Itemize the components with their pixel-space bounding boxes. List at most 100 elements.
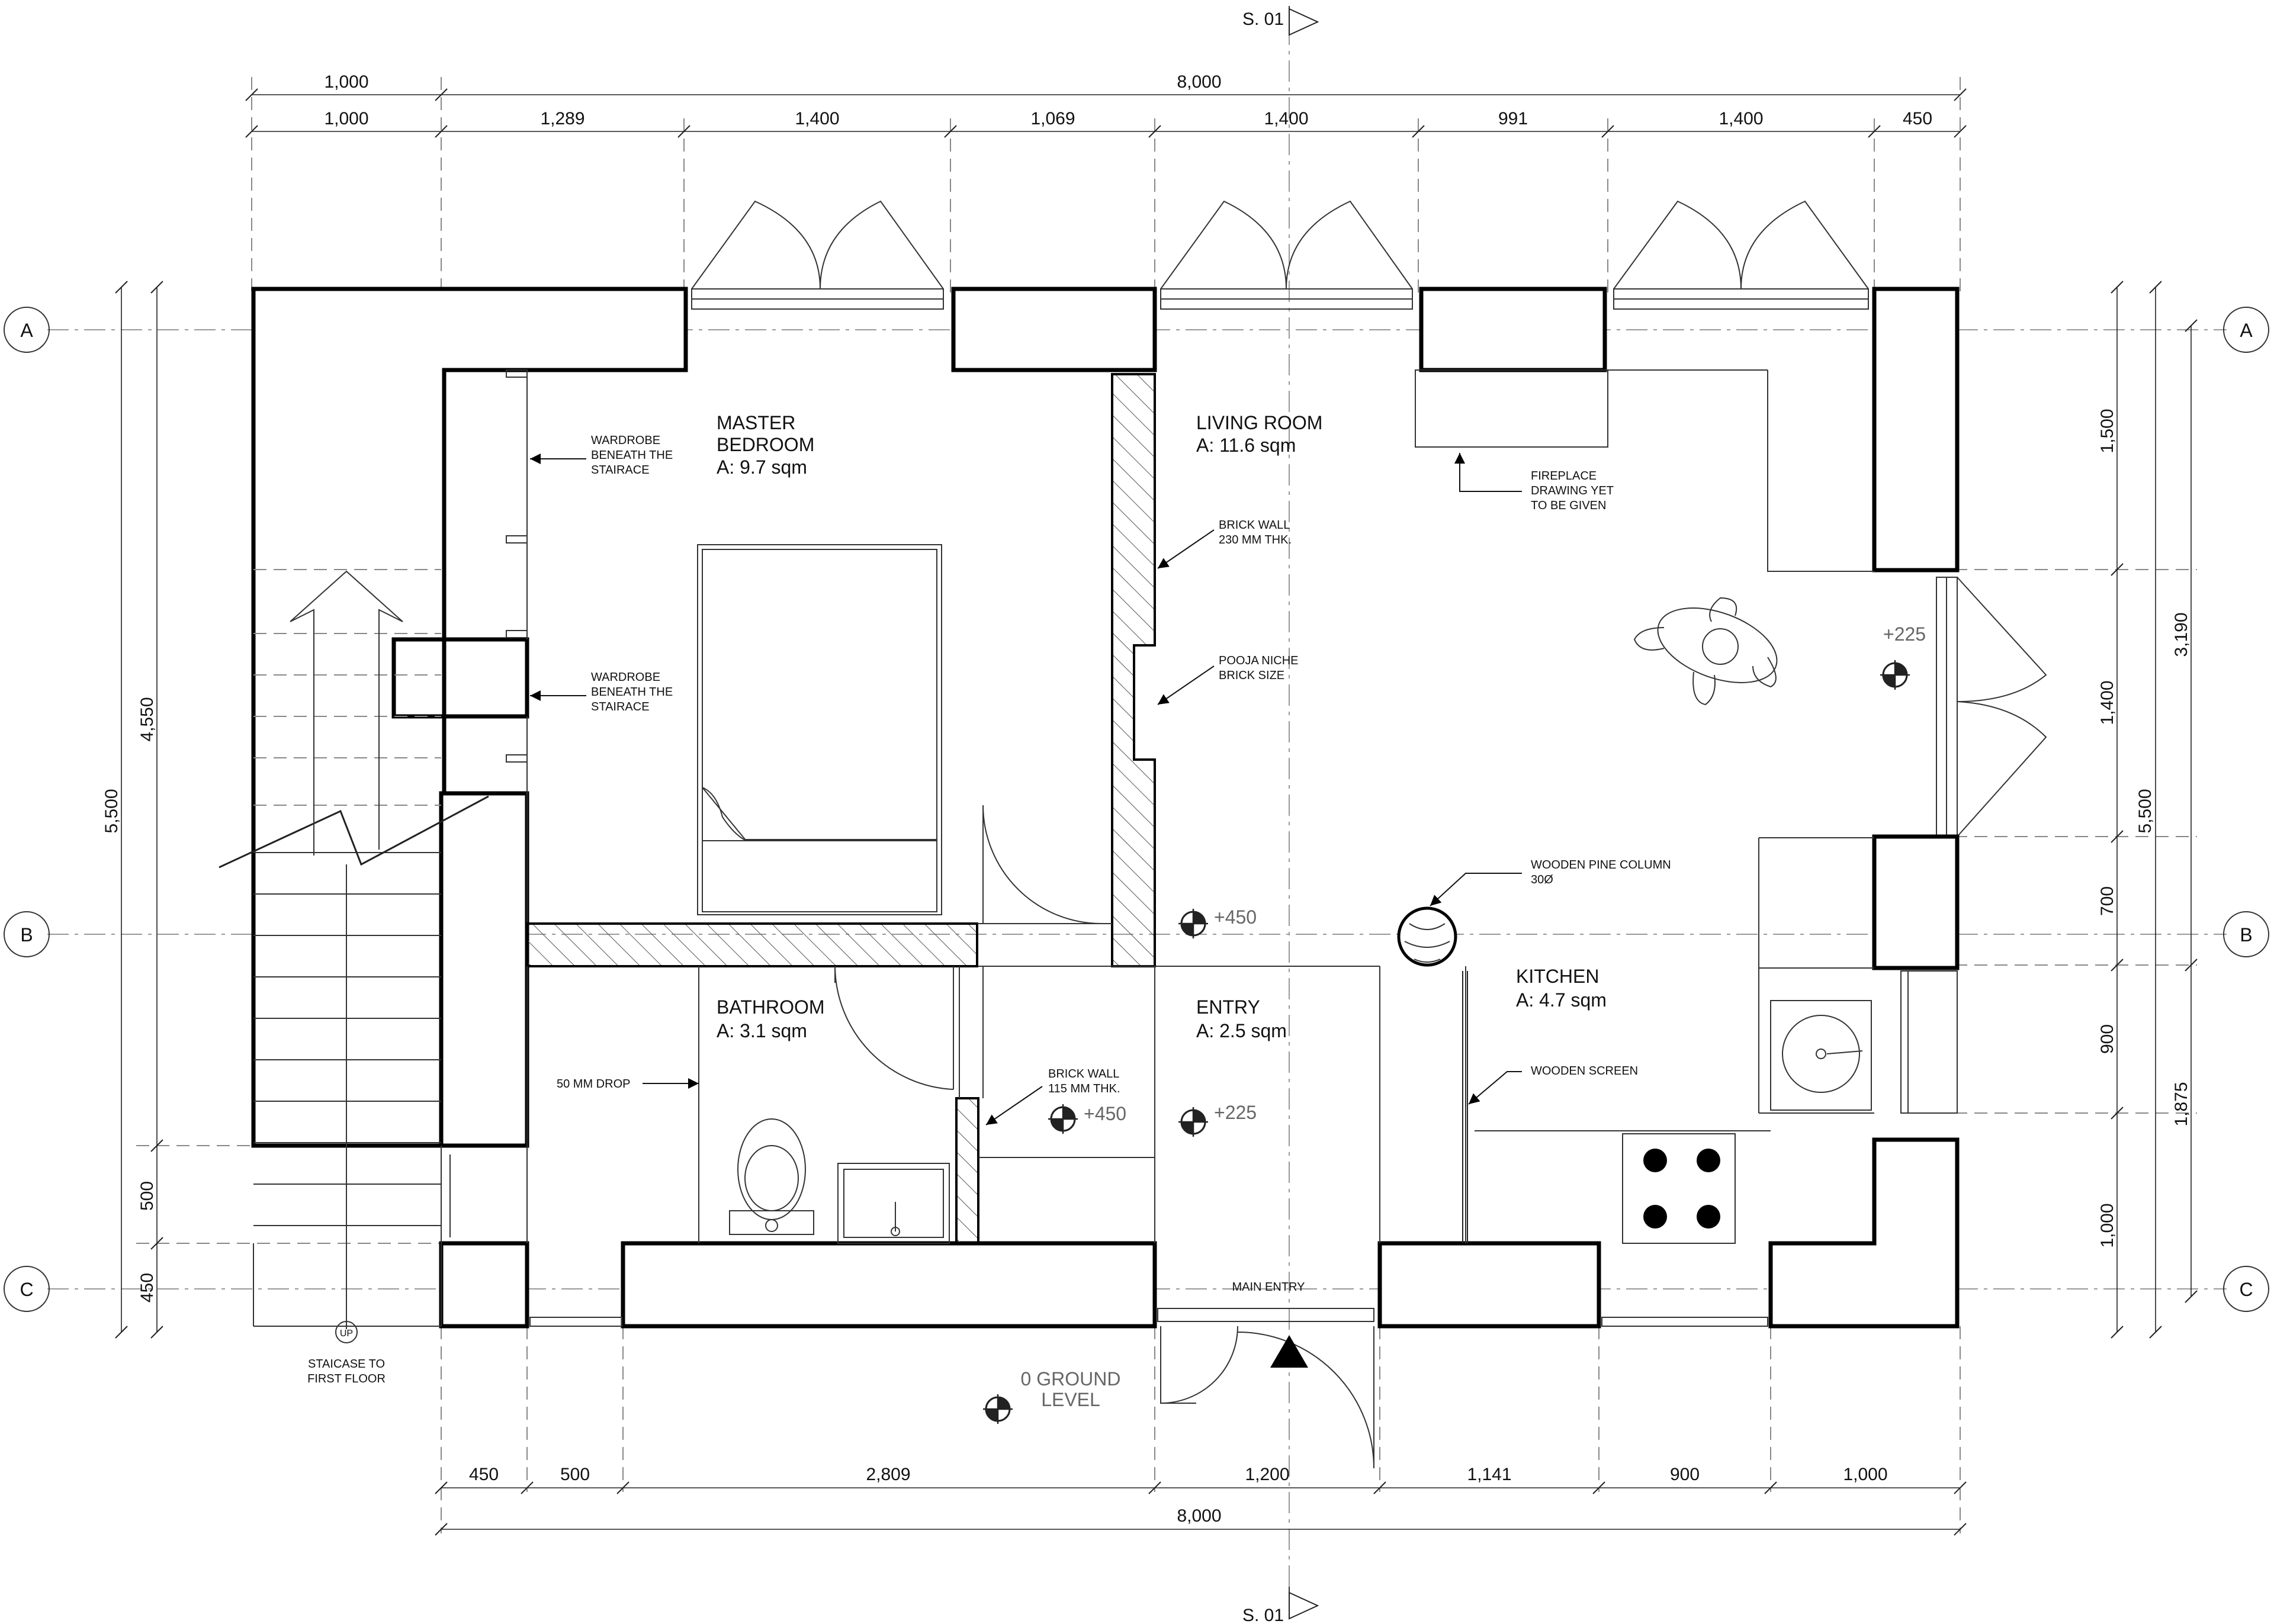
dim-bottom-seg-1: 450 (469, 1465, 499, 1484)
doors (529, 805, 1768, 1469)
note-pooja-niche-line1: POOJA NICHE (1219, 654, 1298, 667)
stove (1622, 1133, 1736, 1244)
note-wooden-column-line1: WOODEN PINE COLUMN (1531, 858, 1671, 872)
dim-bottom-seg-3: 2,809 (866, 1465, 910, 1484)
grid-label-a-left: A (20, 320, 33, 341)
level-marker-living-icon (1880, 660, 1910, 690)
room-name-kitchen: KITCHEN (1516, 966, 1599, 987)
dim-bottom-overall-total: 8,000 (1177, 1506, 1221, 1526)
dim-top-seg-4: 1,069 (1030, 109, 1075, 128)
section-label-top: S. 01 (1242, 9, 1284, 29)
staircase: UP STAICASE TO FIRST FLOOR (219, 569, 529, 1385)
level-ground-line1: 0 GROUND (1021, 1368, 1121, 1390)
level-ground-line2: LEVEL (1041, 1389, 1100, 1410)
annotations: WARDROBE BENEATH THE STAIRACE WARDROBE B… (530, 434, 1671, 1294)
note-50mm-drop: 50 MM DROP (557, 1078, 630, 1091)
stair-up-label: UP (340, 1329, 353, 1339)
dim-left-total: 5,500 (102, 789, 121, 833)
room-area-living-room: A: 11.6 sqm (1196, 435, 1296, 456)
exterior-walls (251, 287, 1960, 1329)
stair-up-marker (335, 1321, 358, 1343)
grid-label-b-left: B (20, 924, 33, 946)
note-fireplace-line3: TO BE GIVEN (1531, 499, 1606, 512)
wardrobes (506, 369, 528, 924)
room-name-bathroom: BATHROOM (717, 996, 825, 1018)
level-entry: +225 (1214, 1102, 1257, 1123)
note-brick-wall-230-line2: 230 MM THK. (1219, 533, 1292, 546)
note-wardrobe-1-line1: WARDROBE (591, 434, 660, 447)
note-wardrobe-2-line1: WARDROBE (591, 671, 660, 684)
section-mark-top: S. 01 (1242, 6, 1319, 36)
room-name-entry: ENTRY (1196, 996, 1260, 1018)
note-wooden-column-line2: 30Ø (1531, 873, 1553, 886)
room-name-master-bedroom-line1: MASTER (717, 412, 795, 433)
staircase-note-line1: STAICASE TO (308, 1358, 385, 1371)
room-area-entry: A: 2.5 sqm (1196, 1020, 1287, 1041)
dim-bottom-seg-2: 500 (560, 1465, 590, 1484)
level-markers: +225 +450 +450 +225 0 GROUND LEVEL (983, 623, 1926, 1424)
dim-top-overall-total: 8,000 (1177, 72, 1221, 92)
note-fireplace-line2: DRAWING YET (1531, 484, 1614, 497)
room-area-bathroom: A: 3.1 sqm (717, 1020, 807, 1041)
dim-top-seg-6: 991 (1498, 109, 1528, 128)
dim-bottom-seg-7: 1,000 (1843, 1465, 1887, 1484)
note-wooden-screen: WOODEN SCREEN (1531, 1065, 1638, 1078)
section-label-bottom: S. 01 (1242, 1606, 1284, 1624)
toilet (729, 1118, 814, 1235)
kitchen-sink (1770, 1000, 1872, 1111)
dim-right-seg-3: 700 (2098, 886, 2117, 916)
wooden-column (1397, 906, 1457, 967)
section-mark-bottom: S. 01 (1242, 1587, 1319, 1624)
dim-right-seg-1: 1,500 (2098, 409, 2117, 453)
dim-top-seg-3: 1,400 (795, 109, 839, 128)
dim-right-upper: 3,190 (2172, 612, 2191, 657)
dim-left-lower-a: 500 (137, 1181, 157, 1211)
dim-left-upper: 4,550 (137, 697, 157, 741)
bed (697, 544, 942, 915)
dim-top-seg-8: 450 (1903, 109, 1932, 128)
level-living: +225 (1883, 623, 1926, 645)
dimensions-top: 1,000 8,000 1,000 1,289 1,400 1,069 1,40… (245, 72, 1967, 138)
interior-walls (526, 369, 1874, 1244)
dim-top-seg-2: 1,289 (540, 109, 584, 128)
level-marker-entry-icon (1178, 1107, 1208, 1137)
note-main-entry: MAIN ENTRY (1232, 1281, 1305, 1294)
level-marker-bathroom-icon (1048, 1104, 1078, 1134)
windows-top (691, 200, 1869, 310)
grid-label-b-right: B (2240, 924, 2252, 946)
note-wardrobe-1-line3: STAIRACE (591, 464, 650, 477)
note-wardrobe-2-line3: STAIRACE (591, 700, 650, 713)
note-fireplace-line1: FIREPLACE (1531, 469, 1597, 483)
dim-right-total: 5,500 (2135, 789, 2155, 833)
grid-label-c-left: C (20, 1279, 33, 1300)
main-entry-arrow-icon (1270, 1335, 1308, 1368)
dim-top-seg-7: 1,400 (1719, 109, 1763, 128)
level-bathroom: +450 (1084, 1103, 1126, 1124)
dimensions-bottom: 450 500 2,809 1,200 1,141 900 1,000 8,00… (435, 1465, 1967, 1536)
dim-right-seg-2: 1,400 (2098, 680, 2117, 725)
dim-left-lower-b: 450 (137, 1273, 157, 1303)
dim-top-seg-1: 1,000 (324, 109, 368, 128)
dim-bottom-seg-4: 1,200 (1245, 1465, 1289, 1484)
grid-label-c-right: C (2239, 1279, 2253, 1300)
note-brick-wall-115-line2: 115 MM THK. (1048, 1082, 1120, 1095)
room-name-living-room: LIVING ROOM (1196, 412, 1322, 433)
room-labels: MASTER BEDROOM A: 9.7 sqm LIVING ROOM A:… (717, 412, 1607, 1041)
level-bedroom: +450 (1214, 906, 1257, 928)
note-brick-wall-115-line1: BRICK WALL (1048, 1067, 1119, 1080)
dim-top-seg-5: 1,400 (1264, 109, 1308, 128)
person-figure-icon (1633, 597, 1778, 706)
note-brick-wall-230-line1: BRICK WALL (1219, 519, 1290, 532)
note-pooja-niche-line2: BRICK SIZE (1219, 669, 1284, 682)
dim-bottom-seg-6: 900 (1670, 1465, 1700, 1484)
dimensions-right: 1,500 1,400 700 900 1,000 5,500 3,190 1,… (2098, 281, 2198, 1339)
dim-bottom-seg-5: 1,141 (1467, 1465, 1511, 1484)
note-wardrobe-2-line2: BENEATH THE (591, 686, 673, 699)
room-name-master-bedroom-line2: BEDROOM (717, 434, 814, 455)
bathroom-sink (837, 1163, 950, 1244)
room-area-master-bedroom: A: 9.7 sqm (717, 456, 807, 478)
level-marker-ground-icon (983, 1394, 1013, 1424)
window-right (1900, 577, 2047, 1114)
dim-right-seg-5: 1,000 (2098, 1203, 2117, 1247)
